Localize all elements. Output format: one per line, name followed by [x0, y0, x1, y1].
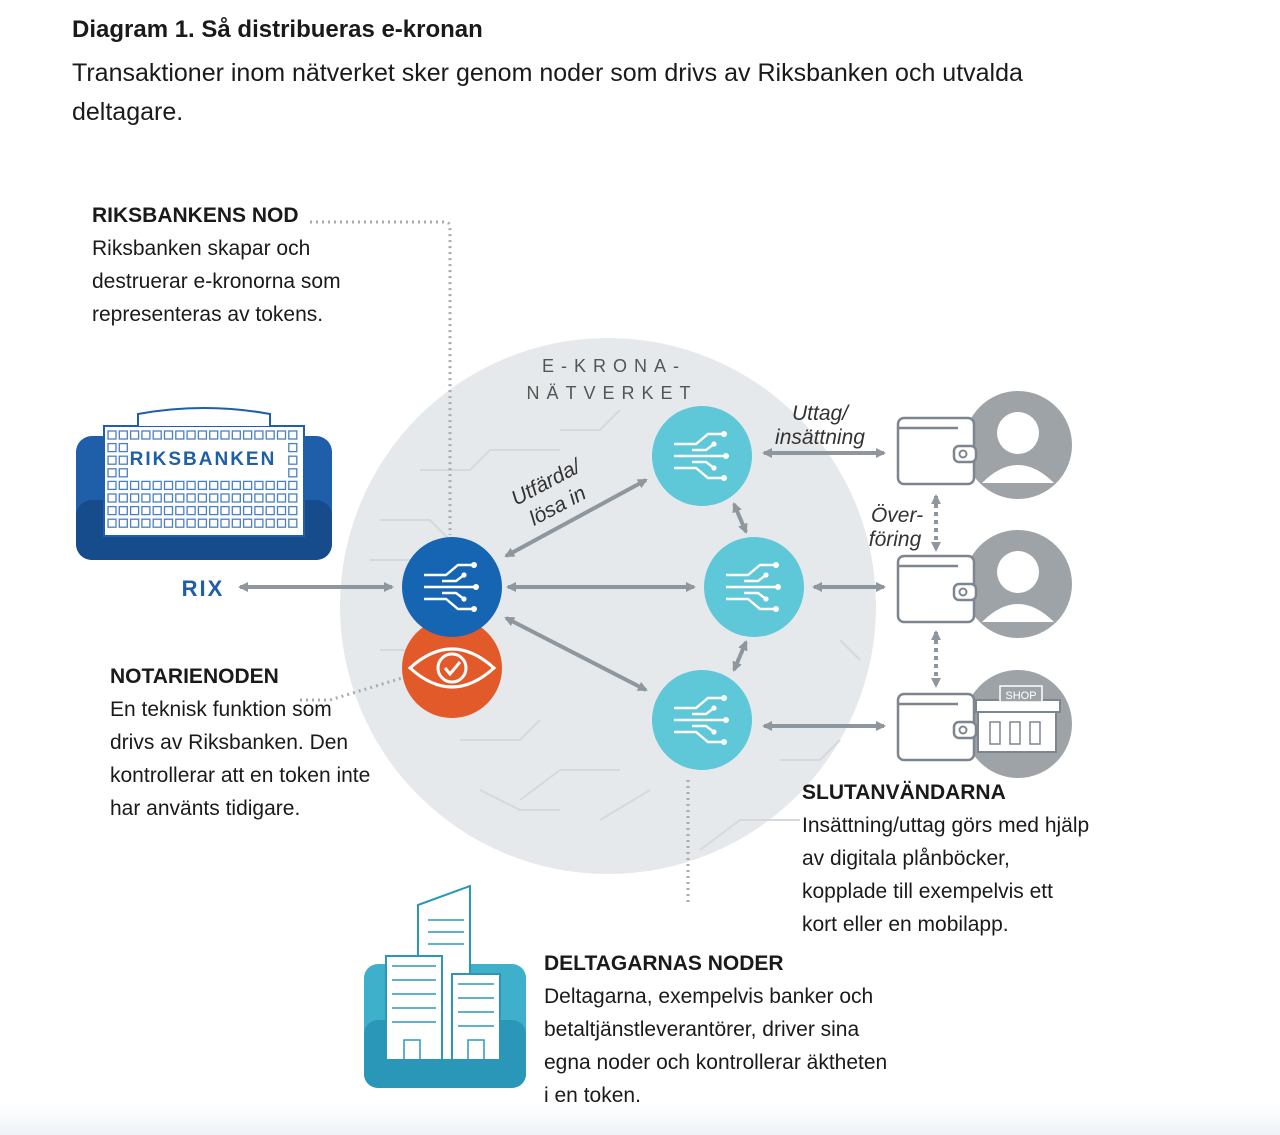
shop-icon	[975, 685, 1061, 753]
riksbank-node-body: Riksbanken skapar och destruerar e-krono…	[92, 237, 341, 326]
end-users-heading: SLUTANVÄNDARNA	[802, 781, 1006, 804]
shop-label: SHOP	[1005, 690, 1036, 702]
notary-node	[402, 618, 502, 718]
participant-node-middle	[704, 537, 804, 637]
rix-label: RIX	[182, 576, 225, 601]
participant-node-top	[652, 406, 752, 506]
page-bottom-fade	[0, 1105, 1280, 1135]
wallet-icon	[896, 554, 978, 624]
participants-heading: DELTAGARNAS NODER	[544, 952, 784, 975]
person-icon	[964, 530, 1072, 638]
eye-check-icon	[407, 647, 497, 689]
notary-body: En teknisk funktion som drivs av Riksban…	[110, 698, 371, 820]
flow-arrows	[238, 448, 941, 731]
end-user-shop	[896, 670, 1072, 778]
building-label: RIKSBANKEN	[130, 449, 277, 470]
participants-body: Deltagarna, exempelvis banker och betalt…	[544, 985, 888, 1107]
person-icon	[964, 391, 1072, 499]
network-label-line2: NÄTVERKET	[526, 383, 697, 403]
riksbank-node-leader	[310, 220, 452, 535]
participant-node-bottom	[652, 670, 752, 770]
end-user-2	[896, 530, 1072, 638]
withdraw-label-line2: insättning	[775, 426, 865, 449]
wallet-icon	[896, 416, 978, 486]
network-label-line1: E-KRONA-	[542, 356, 686, 376]
end-user-1	[896, 391, 1072, 499]
riksbank-node-description: RIKSBANKENS NOD Riksbanken skapar och de…	[92, 199, 362, 331]
transfer-label-line1: Över-	[871, 504, 923, 527]
office-buildings-icon	[364, 884, 526, 1088]
end-users-body: Insättning/uttag görs med hjälp av digit…	[802, 814, 1090, 936]
participants-description: DELTAGARNAS NODER Deltagarna, exempelvis…	[544, 947, 894, 1112]
diagram-subtitle: Transaktioner inom nätverket sker genom …	[72, 59, 1023, 126]
end-users-description: SLUTANVÄNDARNA Insättning/uttag görs med…	[802, 776, 1092, 941]
notary-description: NOTARIENODEN En teknisk funktion som dri…	[110, 660, 372, 825]
issue-arrow	[504, 478, 648, 558]
riksbank-node	[402, 537, 502, 637]
riksbank-node-heading: RIKSBANKENS NOD	[92, 204, 299, 227]
wallet-icon	[896, 692, 978, 762]
withdraw-label-line1: Uttag/	[792, 402, 850, 425]
lower-arrow	[504, 616, 648, 692]
notary-leader	[300, 676, 403, 702]
notary-heading: NOTARIENODEN	[110, 665, 279, 688]
diagram-title: Diagram 1. Så distribueras e-kronan	[72, 16, 483, 43]
transfer-label-line2: föring	[869, 528, 922, 551]
riksbank-building-icon	[76, 407, 332, 560]
